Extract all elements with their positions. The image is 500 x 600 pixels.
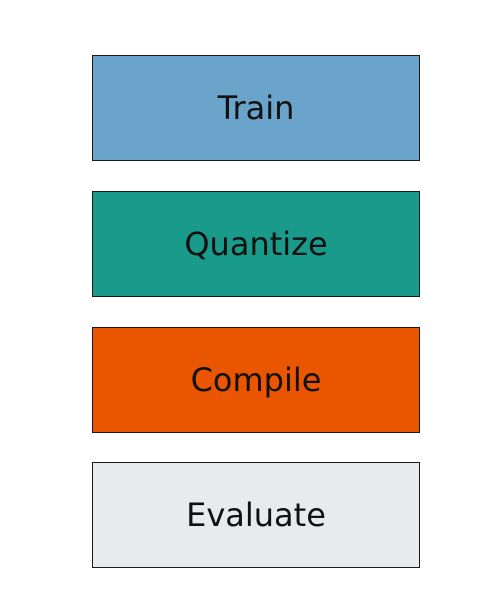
evaluate-step-box: Evaluate: [92, 462, 420, 568]
train-step-label: Train: [217, 89, 295, 127]
compile-step-label: Compile: [190, 361, 322, 399]
quantize-step-label: Quantize: [184, 225, 328, 263]
train-step-box: Train: [92, 55, 420, 161]
quantize-step-box: Quantize: [92, 191, 420, 297]
compile-step-box: Compile: [92, 327, 420, 433]
evaluate-step-label: Evaluate: [186, 496, 326, 534]
